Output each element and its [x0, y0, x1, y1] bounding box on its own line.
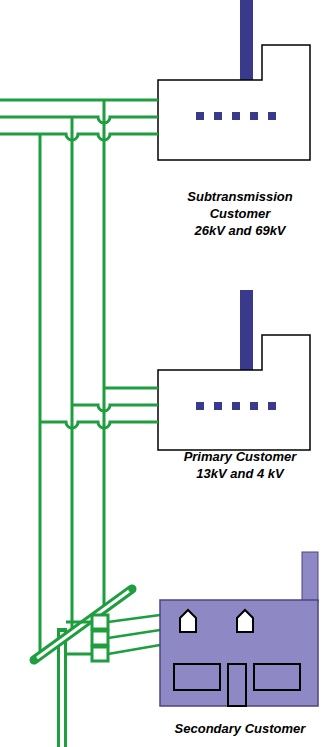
window — [250, 112, 258, 120]
house-door — [228, 664, 246, 706]
factory-windows — [196, 402, 276, 410]
customer-label: Primary Customer — [170, 448, 310, 465]
wire — [39, 134, 42, 655]
factory-building — [158, 290, 310, 450]
house-window — [180, 610, 196, 632]
wire — [71, 117, 74, 632]
crossarm-inner — [37, 591, 129, 658]
transformer-coil — [92, 615, 108, 629]
crossarm — [34, 589, 132, 660]
customer-node: Primary Customer13kV and 4 kV — [165, 290, 315, 484]
transformer — [92, 615, 108, 661]
house-window — [254, 664, 300, 690]
window — [268, 112, 276, 120]
customer-label: 13kV and 4 kV — [170, 465, 310, 482]
window — [250, 402, 258, 410]
window — [268, 402, 276, 410]
house-window — [174, 664, 220, 690]
window — [196, 112, 204, 120]
chimney — [240, 290, 253, 372]
house-window — [237, 610, 253, 632]
factory-windows — [196, 112, 276, 120]
chimney — [240, 0, 253, 82]
wire — [103, 100, 106, 609]
house — [160, 552, 318, 706]
customer-node: Secondary Customer — [165, 550, 315, 739]
factory-building — [158, 0, 310, 160]
transformer-bracket — [66, 622, 92, 654]
customer-label: 26kV and 69kV — [170, 222, 310, 239]
factory-outline — [158, 335, 310, 450]
transformer-coil — [92, 647, 108, 661]
house-chimney — [302, 552, 318, 602]
wire — [0, 99, 158, 102]
wire — [40, 422, 158, 428]
window — [232, 402, 240, 410]
factory-outline — [158, 45, 310, 160]
customer-node: Subtransmission Customer26kV and 69kV — [165, 0, 315, 241]
customer-label: Subtransmission Customer — [170, 188, 310, 222]
customer-label: Secondary Customer — [170, 720, 310, 737]
customer-caption: Subtransmission Customer26kV and 69kV — [165, 188, 315, 239]
window — [232, 112, 240, 120]
transformer-coil — [92, 631, 108, 645]
customer-caption: Secondary Customer — [165, 720, 315, 737]
wire — [72, 405, 158, 411]
pole-inner — [60, 632, 64, 747]
service-drop — [108, 615, 160, 654]
window — [214, 112, 222, 120]
wire — [0, 117, 158, 123]
wire — [104, 387, 158, 390]
window — [196, 402, 204, 410]
utility-pole — [34, 589, 160, 747]
house-wall — [160, 600, 318, 706]
power-wires — [0, 100, 158, 655]
customer-caption: Primary Customer13kV and 4 kV — [165, 448, 315, 482]
wire — [0, 134, 158, 140]
window — [214, 402, 222, 410]
